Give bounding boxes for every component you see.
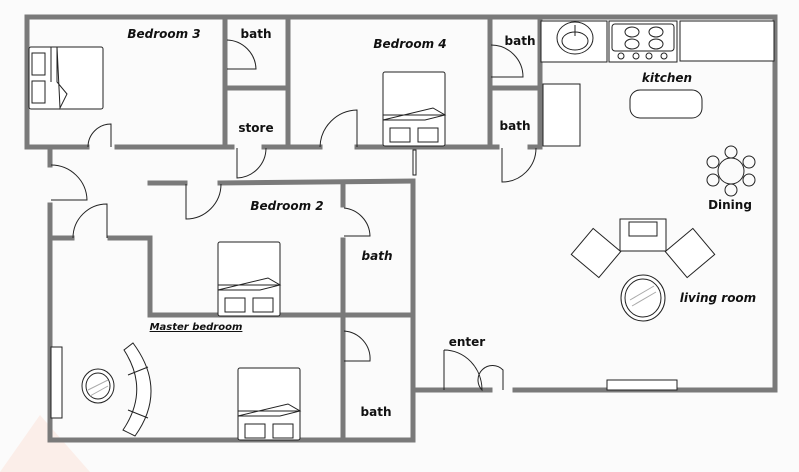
label-dining: Dining: [708, 198, 752, 212]
doors: [50, 39, 537, 392]
stove-icon: [608, 20, 678, 63]
label-enter: enter: [449, 335, 486, 349]
bed-bedroom4: [382, 71, 447, 147]
label-bedroom4: Bedroom 4: [373, 37, 446, 51]
curved-sofa-icon: [122, 342, 152, 437]
sink-icon: [556, 21, 594, 55]
label-bath-bedroom2: bath: [362, 249, 393, 263]
sofa-icon: [570, 218, 716, 279]
label-living-room: living room: [680, 291, 756, 305]
sink-counter: [540, 20, 608, 63]
watermark-shape: [0, 415, 90, 472]
kitchen-fixtures: [540, 20, 775, 147]
dining-table-icon: [706, 145, 756, 197]
kitchen-island: [629, 89, 703, 119]
counter: [679, 20, 775, 62]
bed-bedroom2: [217, 241, 282, 317]
label-bath-master: bath: [361, 405, 392, 419]
label-bath-top-left: bath: [241, 27, 272, 41]
cabinet: [542, 83, 581, 147]
label-master-bedroom: Master bedroom: [150, 322, 243, 333]
coffee-table-icon: [620, 274, 666, 322]
label-bedroom3: Bedroom 3: [127, 27, 200, 41]
walls: [24, 14, 778, 443]
label-kitchen: kitchen: [642, 71, 692, 85]
label-bath-top-right: bath: [505, 34, 536, 48]
round-table-icon: [81, 368, 115, 404]
bed-master: [237, 367, 302, 441]
bed-bedroom3: [28, 46, 104, 110]
label-store: store: [238, 121, 273, 135]
window: [606, 379, 678, 391]
label-bedroom2: Bedroom 2: [250, 199, 323, 213]
label-bath-right-lower: bath: [500, 119, 531, 133]
window-master: [50, 346, 63, 419]
